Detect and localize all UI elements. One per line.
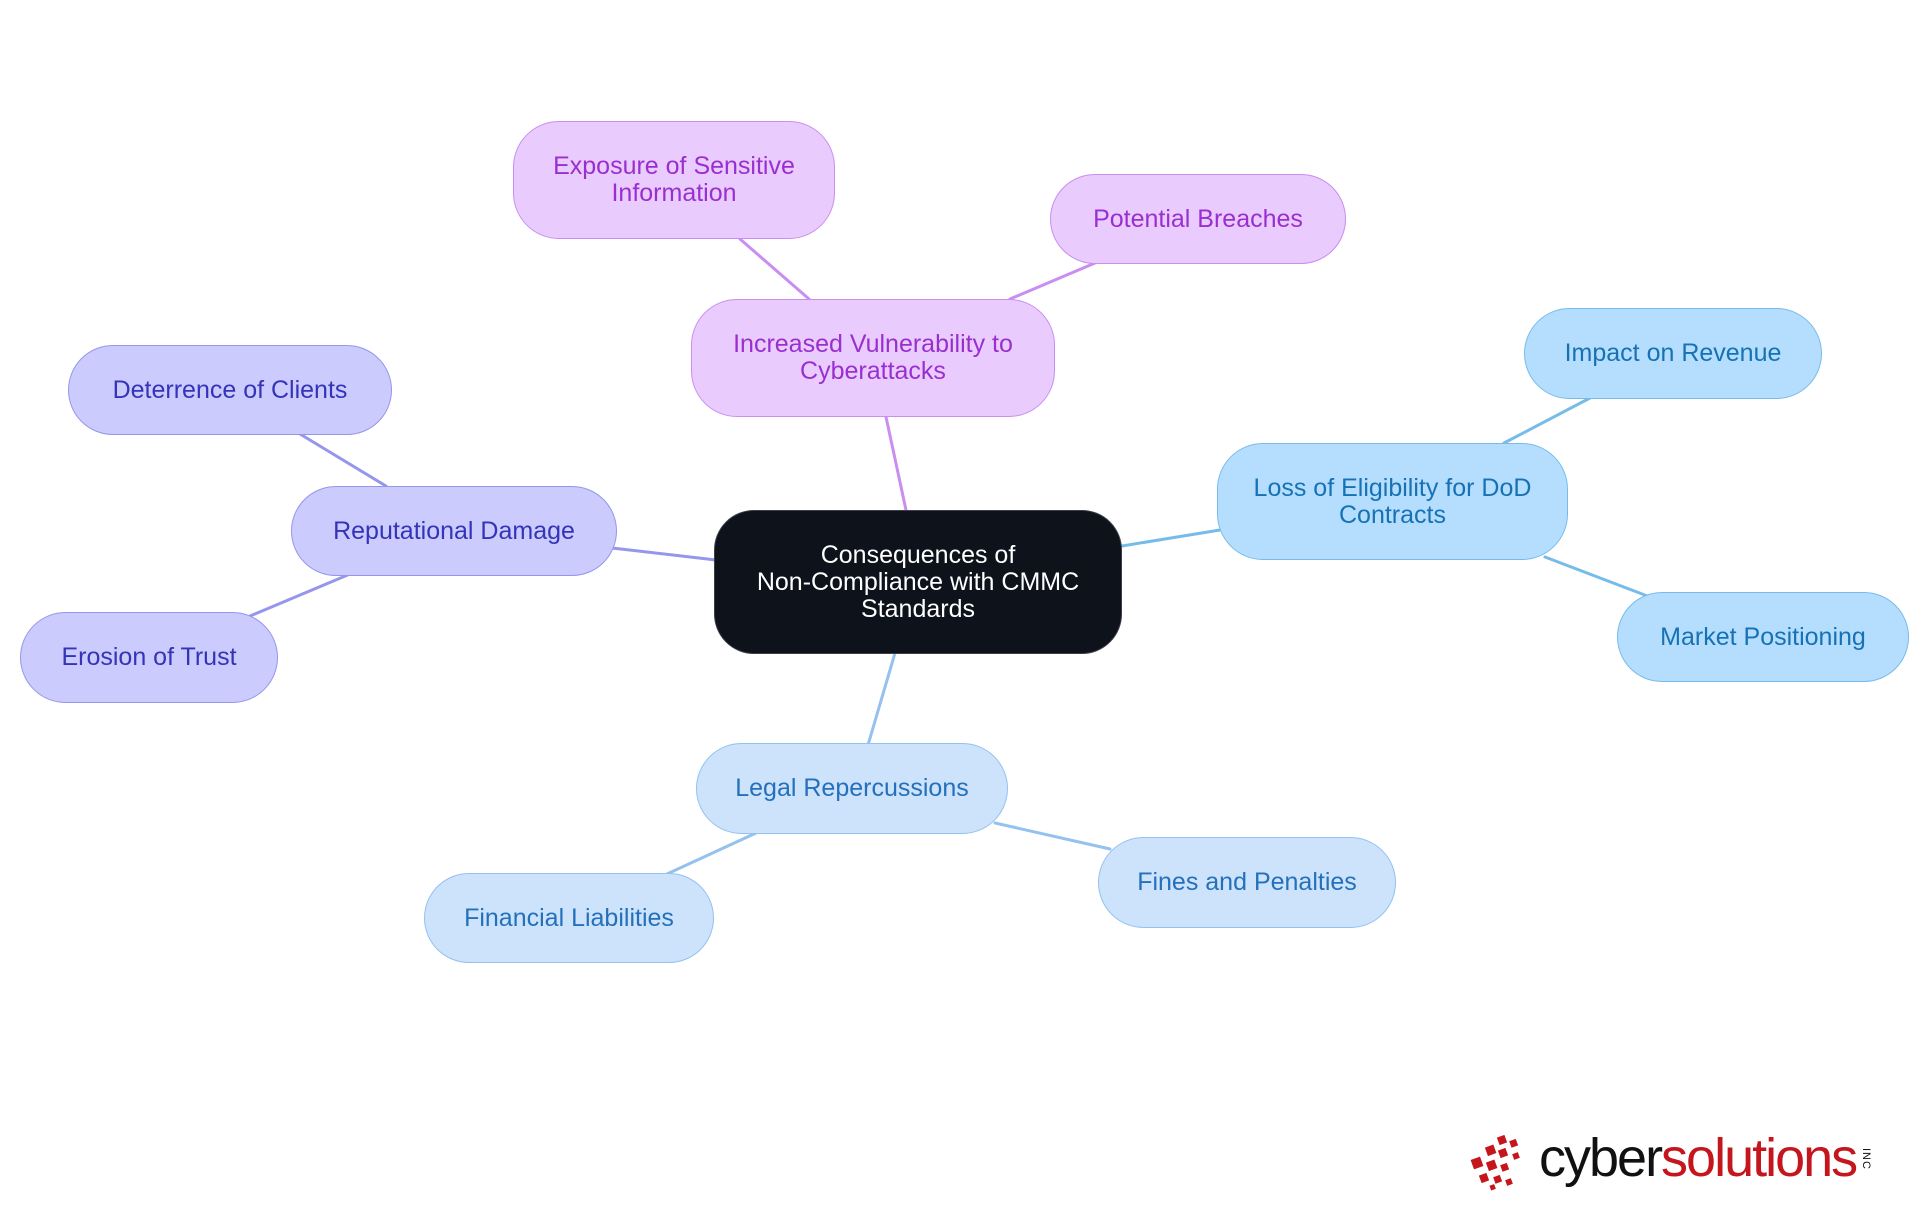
node-label-line2: Contracts [1339, 500, 1446, 529]
node-impact-on-revenue[interactable]: Impact on Revenue [1524, 308, 1822, 399]
node-label: Legal Repercussions [735, 774, 969, 802]
node-label: Erosion of Trust [61, 643, 237, 671]
node-market-positioning[interactable]: Market Positioning [1617, 592, 1909, 682]
node-reputational-damage[interactable]: Reputational Damage [291, 486, 617, 576]
edge-root-eligibility [1120, 528, 1222, 548]
node-label-line2: Information [611, 179, 737, 207]
edge-eligibility-market [1543, 555, 1652, 599]
root-label-line2: Non-Compliance with CMMC [756, 567, 1080, 596]
root-label-line1: Consequences of [820, 540, 1016, 569]
node-label-line1: Exposure of Sensitive [553, 152, 795, 180]
edge-reputation-erosion [248, 572, 352, 618]
node-label-line2: Cyberattacks [800, 357, 946, 385]
cybersolutions-logo: cybersolutions INC [1468, 1128, 1880, 1196]
node-label: Fines and Penalties [1137, 868, 1357, 896]
node-financial-liabilities[interactable]: Financial Liabilities [424, 873, 714, 963]
node-increased-vulnerability[interactable]: Increased Vulnerability to Cyberattacks [691, 299, 1055, 417]
logo-pixel-mark-icon [1470, 1134, 1520, 1191]
root-node[interactable]: Consequences of Non-Compliance with CMMC… [714, 510, 1122, 654]
edge-vulnerability-breaches [1008, 261, 1097, 301]
edge-legal-financial [665, 831, 758, 876]
node-fines-and-penalties[interactable]: Fines and Penalties [1098, 837, 1396, 928]
edge-root-legal [866, 651, 897, 747]
node-label: Financial Liabilities [464, 903, 674, 932]
node-exposure-sensitive-information[interactable]: Exposure of Sensitive Information [513, 121, 835, 239]
edge-eligibility-revenue [1502, 396, 1592, 445]
logo-suffix-inc: INC [1860, 1148, 1872, 1170]
node-label-line1: Loss of Eligibility for DoD [1253, 473, 1532, 502]
node-label: Market Positioning [1660, 622, 1866, 651]
edge-root-vulnerability [884, 415, 908, 512]
node-potential-breaches[interactable]: Potential Breaches [1050, 174, 1346, 264]
node-label-line1: Increased Vulnerability to [733, 330, 1013, 358]
edge-reputation-deterrence [298, 432, 388, 488]
edge-legal-fines [993, 821, 1112, 851]
logo-word-solutions: solutions [1661, 1128, 1858, 1188]
node-label: Deterrence of Clients [112, 375, 348, 404]
node-label: Impact on Revenue [1564, 339, 1782, 367]
logo-wordmark: cybersolutions [1539, 1128, 1858, 1188]
node-label: Potential Breaches [1093, 204, 1303, 233]
root-label-line3: Standards [861, 594, 975, 623]
edge-root-reputation [610, 546, 718, 562]
node-loss-of-eligibility[interactable]: Loss of Eligibility for DoD Contracts [1217, 443, 1568, 560]
node-legal-repercussions[interactable]: Legal Repercussions [696, 743, 1008, 834]
logo-word-cyber: cyber [1539, 1128, 1663, 1188]
node-erosion-of-trust[interactable]: Erosion of Trust [20, 612, 278, 703]
node-deterrence-of-clients[interactable]: Deterrence of Clients [68, 345, 392, 435]
edge-vulnerability-exposure [738, 237, 811, 301]
node-label: Reputational Damage [333, 516, 575, 545]
